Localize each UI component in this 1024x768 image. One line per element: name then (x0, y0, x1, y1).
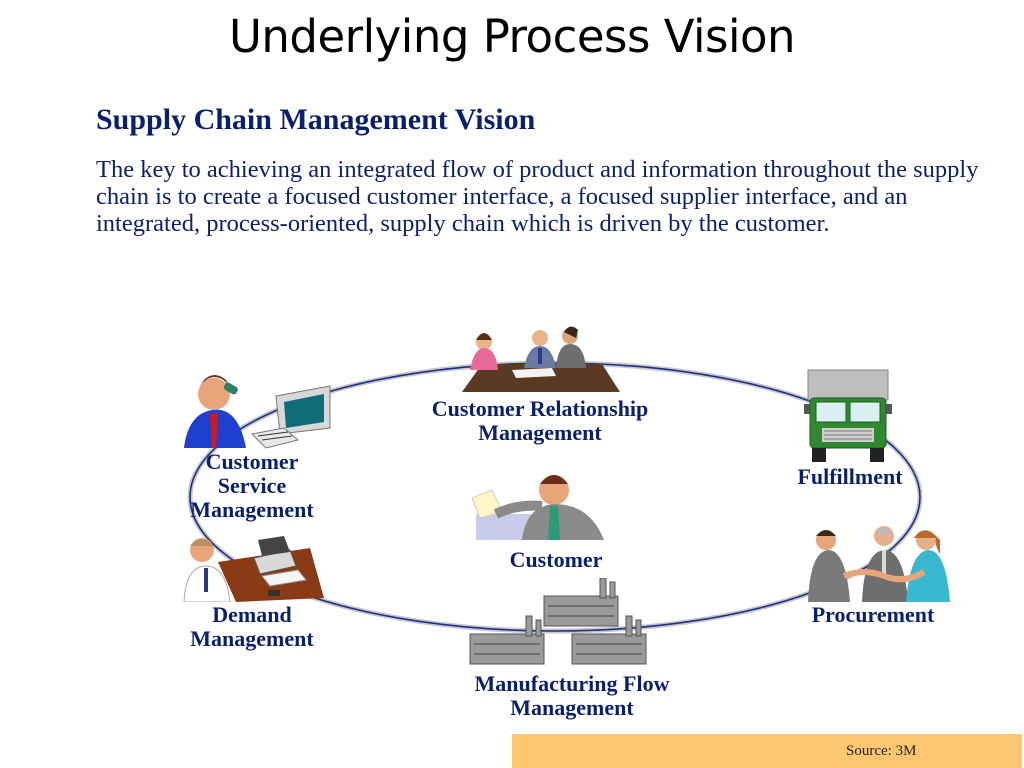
body-paragraph: The key to achieving an integrated flow … (96, 156, 979, 237)
section-subtitle: Supply Chain Management Vision (96, 103, 536, 136)
label-demand-management: Demand Management (172, 603, 332, 651)
delivery-truck-clipart (804, 369, 892, 462)
page-title: Underlying Process Vision (228, 10, 796, 63)
source-bar (512, 734, 1022, 768)
demand-line-1: Demand (212, 602, 292, 627)
demand-line-2: Management (190, 626, 314, 651)
factories-clipart (469, 578, 647, 665)
label-customer-relationship-management: Customer Relationship Management (400, 397, 680, 445)
crm-line-1: Customer Relationship (431, 396, 649, 421)
label-customer-service-management: Customer Service Management (172, 450, 332, 522)
mfg-line-1: Manufacturing Flow (474, 671, 670, 696)
customer-handing-paper-clipart (471, 475, 604, 540)
csm-line-3: Management (190, 497, 314, 522)
source-citation: Source: 3M (846, 743, 917, 759)
crm-line-2: Management (478, 420, 602, 445)
desk-laptop-clipart (183, 536, 324, 602)
label-procurement: Procurement (811, 602, 935, 627)
csm-line-1: Customer (205, 449, 299, 474)
label-fulfillment: Fulfillment (797, 464, 903, 489)
meeting-table-clipart (462, 326, 620, 392)
mfg-line-2: Management (510, 695, 634, 720)
handshake-clipart (808, 526, 950, 602)
label-manufacturing-flow-management: Manufacturing Flow Management (440, 672, 704, 720)
phone-computer-clipart (184, 375, 331, 449)
label-customer: Customer (509, 547, 603, 572)
csm-line-2: Service (217, 473, 287, 498)
